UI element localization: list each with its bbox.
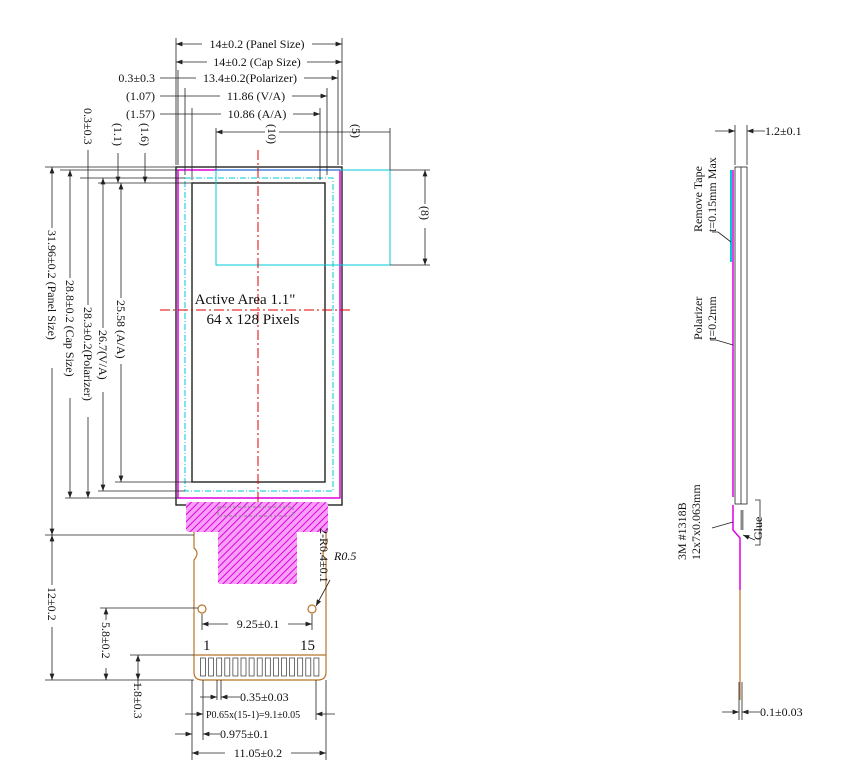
fpc-hole-right <box>307 604 317 614</box>
front-view: Active Area 1.1" 64 x 128 Pixels 1 15 <box>160 150 391 681</box>
fpc-pad <box>297 657 304 677</box>
ic-outline <box>217 506 294 517</box>
fpc-pad <box>216 657 223 677</box>
fpc-pad <box>305 657 312 677</box>
viewing-area-outline <box>184 177 334 492</box>
dim-hole-radius: 2-R0.4±0.1 <box>317 528 331 583</box>
dim-radius: R0.5 <box>333 549 356 563</box>
dim-fpc-thickness: 0.1±0.03 <box>760 705 803 719</box>
dim-cap-height: 28.8±0.2 (Cap Size) <box>63 280 77 377</box>
fpc-pad <box>313 657 320 677</box>
remove-tape-label: Remove Tape <box>691 166 705 232</box>
dim-top-offset: 0.3±0.3 <box>81 108 95 145</box>
dim-va-offset: (1.07) <box>126 89 155 103</box>
side-fpc-tape <box>732 505 741 590</box>
side-view: 1.2±0.1 Remove Tape t=0.15mm Max Polariz… <box>675 124 803 720</box>
fpc-pad <box>200 657 206 677</box>
pin-15-label: 15 <box>300 638 315 654</box>
polarizer-outline <box>177 169 341 499</box>
dim-hole-pitch: 9.25±0.1 <box>237 617 280 631</box>
dim-10: (10) <box>265 124 279 144</box>
polarizer-label: Polarizer <box>691 297 705 340</box>
dim-5: (5) <box>349 124 363 138</box>
fpc-pads <box>200 657 320 677</box>
polarizer-thickness: t=0.2mm <box>705 296 719 340</box>
dim-polarizer-offset: 0.3±0.3 <box>118 71 155 85</box>
dim-offset-1-1: (1.1) <box>111 123 125 146</box>
fpc-outline <box>193 530 327 681</box>
fpc-pad <box>232 657 239 677</box>
fpc-pad <box>224 657 231 677</box>
dim-hole-height: 5.8±0.2 <box>99 622 113 659</box>
panel-outline <box>175 166 343 506</box>
dim-aa-width: 10.86 (A/A) <box>228 107 287 121</box>
dim-pad-width: 0.35±0.03 <box>240 690 289 704</box>
fpc-pad <box>248 657 255 677</box>
fpc-pad <box>256 657 263 677</box>
dim-pad-height: 1.8±0.3 <box>131 682 145 719</box>
fpc-pad <box>289 657 295 677</box>
dim-polarizer-height: 28.3±0.2(Polarizer) <box>81 307 95 401</box>
fpc-dimensions: 9.25±0.1 R0.5 2-R0.4±0.1 0.35±0.03 P0.65… <box>175 528 356 760</box>
dim-pin-pitch: P0.65x(15-1)=9.1±0.05 <box>206 710 300 721</box>
dim-polarizer-width: 13.4±0.2(Polarizer) <box>203 71 297 85</box>
dim-offset-1-6: (1.6) <box>138 123 152 146</box>
left-dimensions: 31.96±0.2 (Panel Size) 28.8±0.2 (Cap Siz… <box>45 106 198 719</box>
fpc-pad <box>264 657 271 677</box>
dim-panel-height: 31.96±0.2 (Panel Size) <box>45 230 59 340</box>
dim-pad-offset: 0.975±0.1 <box>220 727 269 741</box>
dim-cap-width: 14±0.2 (Cap Size) <box>213 55 301 69</box>
dim-aa-offset: (1.57) <box>126 107 155 121</box>
tape-size: 12x7x0.063mm <box>689 484 703 560</box>
dim-aa-height: 25.58 (A/A) <box>114 300 128 359</box>
remove-tape-hatch <box>215 169 391 266</box>
remove-tape-thickness: t=0.15mm Max <box>705 157 719 232</box>
fpc-bond-area <box>186 502 328 532</box>
dim-panel-width: 14±0.2 (Panel Size) <box>210 37 305 51</box>
top-dimensions: 14±0.2 (Panel Size) 14±0.2 (Cap Size) 13… <box>118 37 432 266</box>
fpc-pad <box>208 657 214 677</box>
dim-va-height: 26.7(V/A) <box>96 330 110 380</box>
fpc-pad <box>240 657 247 677</box>
fpc-pad <box>281 657 287 677</box>
tape-label: 3M #1318B <box>675 502 689 560</box>
dim-8: (8) <box>418 206 432 220</box>
dim-va-width: 11.86 (V/A) <box>227 89 285 103</box>
fpc-stiffener <box>218 532 297 584</box>
pin-1-label: 1 <box>203 638 211 654</box>
dim-fpc-length: 12±0.2 <box>45 587 59 621</box>
glue-label: Glue <box>751 517 765 540</box>
dim-thickness: 1.2±0.1 <box>765 124 802 138</box>
fpc-pad <box>273 657 279 677</box>
active-area-label: Active Area 1.1" <box>195 292 296 308</box>
dim-fpc-width: 11.05±0.2 <box>234 746 282 760</box>
pixels-label: 64 x 128 Pixels <box>207 312 300 328</box>
fpc-hole-left <box>197 604 207 614</box>
